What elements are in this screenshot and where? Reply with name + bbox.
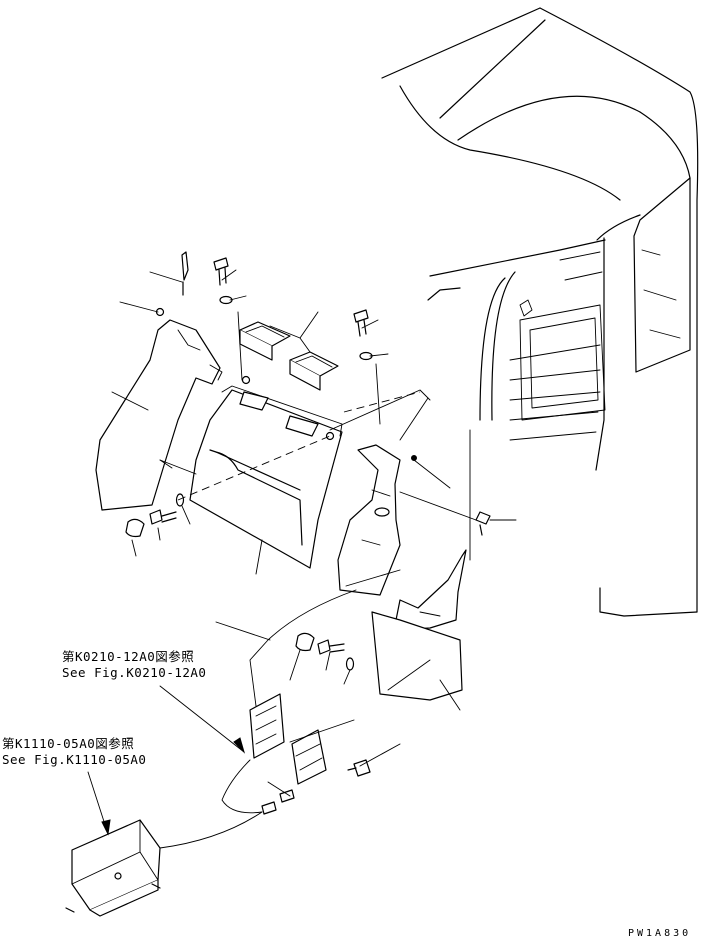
switch-modules bbox=[239, 321, 339, 391]
reference-module bbox=[65, 819, 161, 917]
reference-lines bbox=[177, 311, 477, 587]
lower-fasteners bbox=[125, 493, 371, 777]
arrow-heads bbox=[101, 737, 246, 836]
reference-label-k1110-jp: 第K1110-05A0図参照 bbox=[2, 736, 135, 751]
controller-bracket bbox=[249, 693, 327, 815]
upper-fasteners bbox=[213, 257, 373, 361]
reference-label-k1110: 第K1110-05A0図参照 See Fig.K1110-05A0 bbox=[2, 736, 146, 768]
center-storage-panel bbox=[189, 375, 343, 569]
reference-label-k0210: 第K0210-12A0図参照 See Fig.K0210-12A0 bbox=[62, 649, 206, 681]
reference-label-k0210-en: See Fig.K0210-12A0 bbox=[62, 665, 207, 680]
cab-shell bbox=[381, 7, 699, 617]
drawing-code: PW1A830 bbox=[628, 928, 692, 939]
wire-harness bbox=[159, 589, 357, 849]
right-side-panel bbox=[337, 444, 491, 701]
reference-label-k0210-jp: 第K0210-12A0図参照 bbox=[62, 649, 195, 664]
reference-label-k1110-en: See Fig.K1110-05A0 bbox=[2, 752, 147, 767]
leader-lines bbox=[87, 269, 517, 835]
left-trim-panel bbox=[95, 251, 223, 511]
